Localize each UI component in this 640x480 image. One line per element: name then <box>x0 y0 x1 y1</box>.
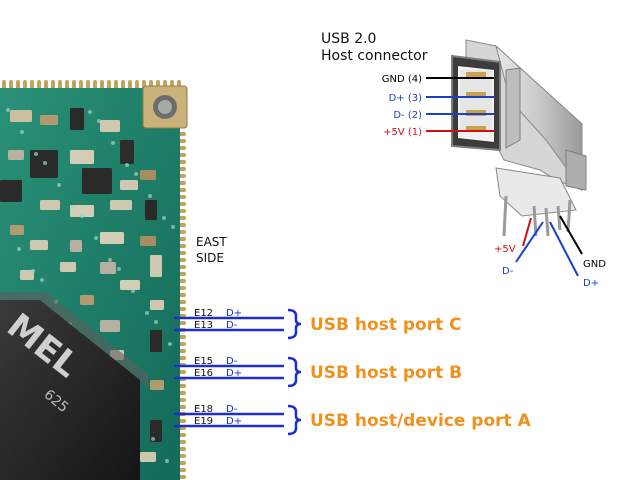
usb-port-group: E15 D- E16 D+ USB host port B <box>174 356 462 388</box>
usb-port-group: E12 D+ E13 D- USB host port C <box>174 308 462 340</box>
connector-lead-wires <box>515 215 583 277</box>
signal-label: D- <box>226 320 238 331</box>
usb-port-group: E18 D- E19 D+ USB host/device port A <box>174 404 532 436</box>
pad-label: E13 <box>194 320 213 331</box>
lead-label-dplus: D+ <box>583 278 599 289</box>
lead-label-5v: +5V <box>494 244 516 255</box>
signal-label: D+ <box>226 416 242 427</box>
pin-label: +5V (1) <box>383 127 422 138</box>
group-brace <box>287 356 302 388</box>
connector-pin-labels: GND (4) D+ (3) D- (2) +5V (1) <box>382 74 494 138</box>
signal-label: D+ <box>226 368 242 379</box>
usb-connector <box>451 39 587 237</box>
pad-label: E15 <box>194 356 213 367</box>
pin-label: GND (4) <box>382 74 422 85</box>
pad-label: E16 <box>194 368 213 379</box>
connector-title-line2: Host connector <box>321 48 428 64</box>
lead-label-dminus: D- <box>502 266 514 277</box>
lead-label-gnd: GND <box>583 259 606 270</box>
pin-label: D- (2) <box>393 110 422 121</box>
pad-label: E18 <box>194 404 213 415</box>
group-brace <box>287 404 302 436</box>
pin-label: D+ (3) <box>389 93 423 104</box>
signal-label: D- <box>226 356 238 367</box>
east-side-label-line2: SIDE <box>196 251 224 265</box>
pcb-module: MEL 625 <box>0 80 188 480</box>
east-side-label-line1: EAST <box>196 235 227 249</box>
port-label: USB host/device port A <box>310 411 532 431</box>
processor-chip: MEL 625 <box>0 292 148 480</box>
port-label: USB host port C <box>310 315 462 335</box>
pad-label: E12 <box>194 308 213 319</box>
port-label: USB host port B <box>310 363 462 383</box>
group-brace <box>287 308 302 340</box>
connector-title-line1: USB 2.0 <box>321 31 376 47</box>
pad-label: E19 <box>194 416 213 427</box>
signal-label: D- <box>226 404 238 415</box>
signal-label: D+ <box>226 308 242 319</box>
